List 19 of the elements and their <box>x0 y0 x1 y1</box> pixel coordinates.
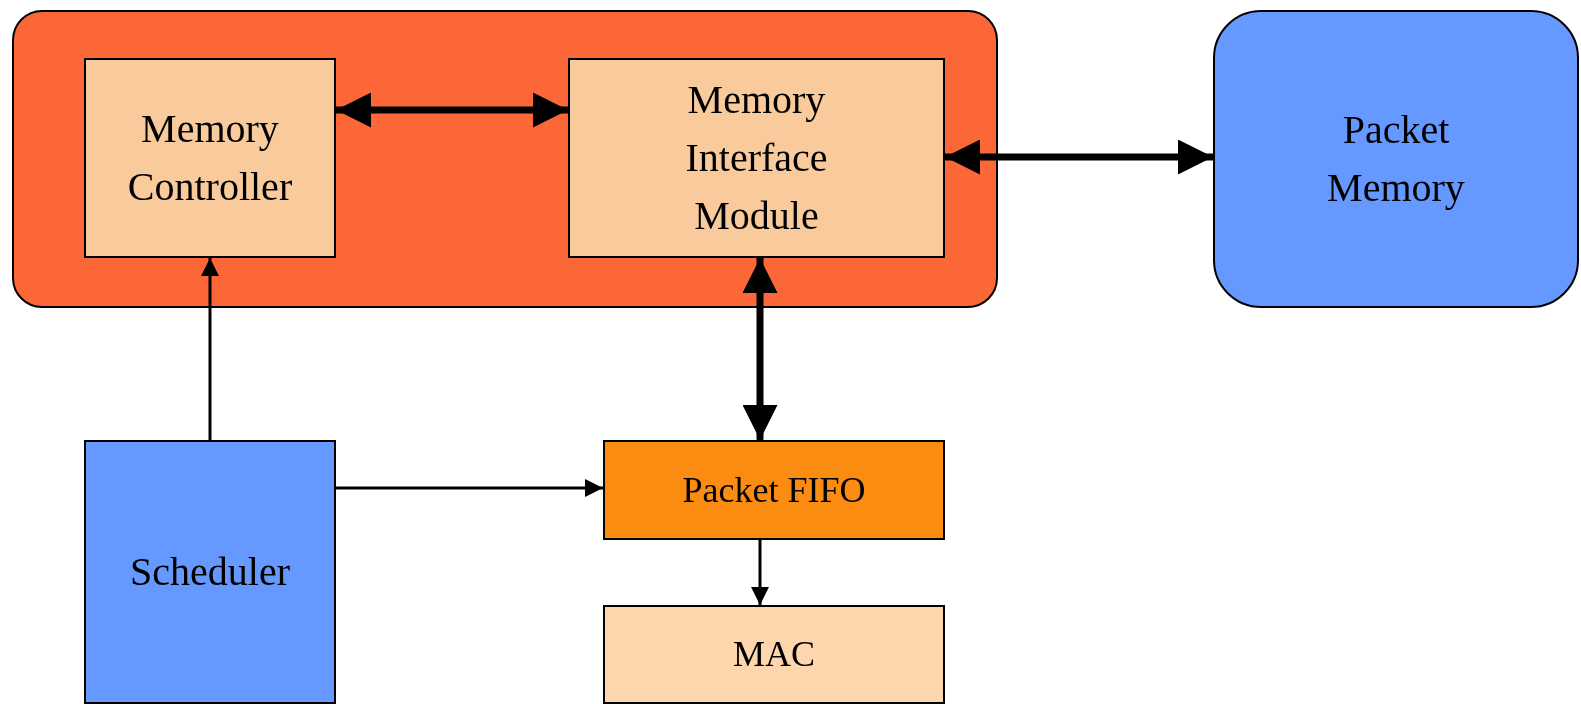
node-label: MAC <box>732 633 816 677</box>
process-box <box>568 58 945 258</box>
arrow <box>742 258 778 440</box>
process-box <box>603 440 945 540</box>
node-label: Memory Controller <box>126 105 294 211</box>
process-box <box>84 58 336 258</box>
node-label: Memory Interface Module <box>684 76 829 240</box>
arrow <box>751 540 769 605</box>
arrow <box>201 258 219 440</box>
module-container <box>12 10 998 308</box>
arrow <box>336 479 603 497</box>
node-label: Packet FIFO <box>681 468 867 512</box>
node-label: Packet Memory <box>1326 106 1466 212</box>
process-box <box>84 440 336 704</box>
node-label: Scheduler <box>129 548 291 596</box>
memory-box <box>1213 10 1579 308</box>
process-box <box>603 605 945 704</box>
arrow <box>945 139 1213 175</box>
arrow <box>336 92 568 128</box>
